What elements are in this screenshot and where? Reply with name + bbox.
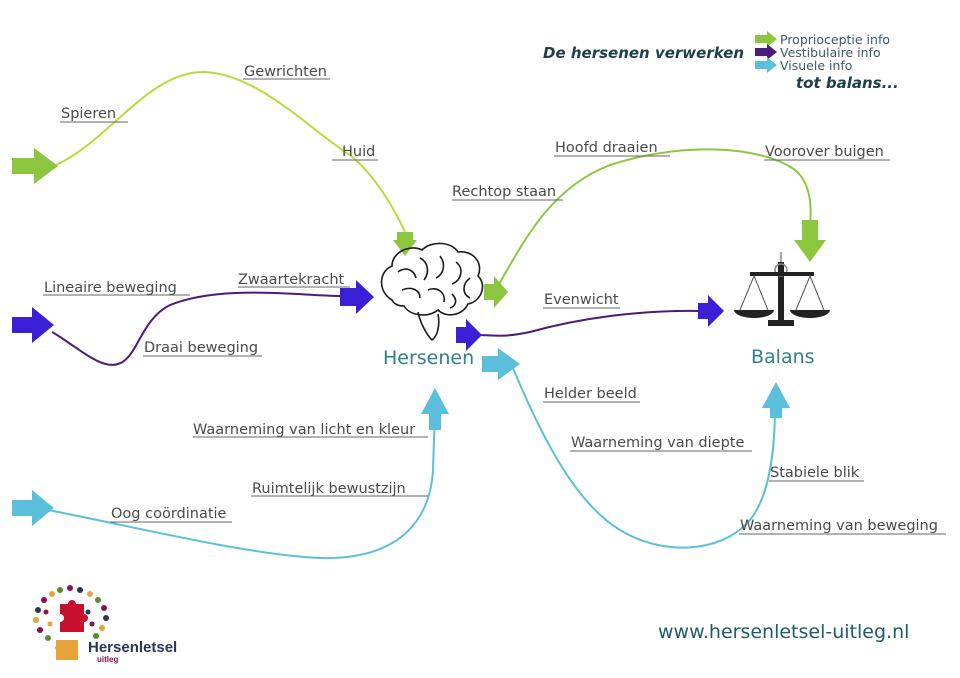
arrow-into-brain-purple-icon — [340, 280, 374, 314]
logo-stem-icon — [56, 640, 78, 660]
header-panel — [395, 25, 935, 100]
output-vestibulair: Evenwicht — [456, 292, 724, 351]
legend-arrow-green-icon — [755, 31, 777, 47]
arrow-into-balance-green-icon — [794, 220, 826, 262]
label-ruimtelijk-bewustzijn: Ruimtelijk bewustzijn — [252, 481, 406, 497]
legend-label-proprioceptie: Proprioceptie info — [780, 32, 890, 47]
legend-label-visueel: Visuele info — [780, 58, 852, 73]
brain-icon — [380, 242, 484, 342]
label-oog-coordinatie: Oog coördinatie — [111, 506, 227, 522]
diagram-title-line2: tot balans... — [796, 74, 899, 92]
legend-arrow-blue-icon — [755, 57, 777, 73]
label-evenwicht: Evenwicht — [544, 292, 619, 308]
puzzle-piece-icon — [60, 600, 88, 632]
label-waarneming-beweging: Waarneming van beweging — [740, 518, 938, 534]
label-stabiele-blik: Stabiele blik — [770, 465, 860, 481]
legend-label-vestibulair: Vestibulaire info — [780, 45, 881, 60]
arrow-into-balance-blue-icon — [762, 382, 790, 418]
arrow-out-brain-blue-icon — [482, 348, 520, 380]
output-visueel: Helder beeld Waarneming van diepte Stabi… — [482, 348, 946, 549]
logo: Hersenletsel uitleg — [33, 585, 177, 664]
flow-line-vestibulair-out — [471, 309, 701, 337]
input-arrow-proprioceptie-icon — [12, 148, 58, 184]
brain-label: Hersenen — [383, 347, 474, 369]
arrow-into-brain-green-icon — [393, 232, 417, 256]
arrow-out-brain-purple-icon — [456, 319, 482, 351]
website-url[interactable]: www.hersenletsel-uitleg.nl — [658, 621, 909, 643]
legend: Proprioceptie info Vestibulaire info Vis… — [755, 31, 890, 73]
label-zwaartekracht: Zwaartekracht — [238, 272, 345, 288]
label-spieren: Spieren — [61, 106, 116, 122]
diagram-title-line1: De hersenen verwerken — [543, 44, 744, 62]
flow-line-proprioceptie-out — [491, 148, 812, 297]
legend-item-visueel: Visuele info — [755, 57, 852, 73]
label-voorover-buigen: Voorover buigen — [765, 144, 884, 160]
label-lineaire-beweging: Lineaire beweging — [44, 280, 177, 296]
scale-icon — [734, 252, 830, 326]
output-proprioceptie: Rechtop staan Hoofd draaien Voorover bui… — [452, 140, 890, 308]
legend-arrow-purple-icon — [755, 44, 777, 60]
flow-line-proprioceptie-in — [55, 70, 406, 233]
balance-node: Balans — [734, 252, 830, 368]
label-huid: Huid — [342, 144, 375, 160]
input-visueel: Waarneming van licht en kleur Ruimtelijk… — [12, 388, 449, 560]
legend-item-vestibulair: Vestibulaire info — [755, 44, 881, 60]
arrow-into-brain-blue-icon — [421, 388, 449, 430]
flow-line-vestibulair-in — [51, 291, 341, 366]
label-waarneming-diepte: Waarneming van diepte — [571, 435, 744, 451]
input-vestibulair: Lineaire beweging Zwaartekracht Draai be… — [12, 272, 374, 366]
label-gewrichten: Gewrichten — [244, 64, 327, 80]
input-arrow-visueel-icon — [12, 490, 54, 526]
label-hoofd-draaien: Hoofd draaien — [555, 140, 658, 156]
input-proprioceptie: Spieren Gewrichten Huid — [12, 64, 417, 256]
logo-name: Hersenletsel — [88, 639, 177, 656]
label-rechtop-staan: Rechtop staan — [452, 184, 556, 200]
label-helder-beeld: Helder beeld — [544, 386, 637, 402]
label-licht-kleur: Waarneming van licht en kleur — [193, 422, 415, 438]
arrow-out-brain-green-icon — [484, 276, 508, 308]
label-draai-beweging: Draai beweging — [144, 340, 258, 356]
legend-item-proprioceptie: Proprioceptie info — [755, 31, 890, 47]
footer: Hersenletsel uitleg www.hersenletsel-uit… — [33, 585, 909, 664]
brain-node: Hersenen — [380, 242, 484, 369]
flow-line-visueel-in — [47, 409, 436, 560]
arrow-into-balance-purple-icon — [698, 295, 724, 327]
flow-line-visueel-out — [511, 365, 776, 549]
input-arrow-vestibulair-icon — [12, 307, 54, 343]
logo-subtitle: uitleg — [97, 655, 118, 664]
balance-label: Balans — [751, 346, 815, 368]
